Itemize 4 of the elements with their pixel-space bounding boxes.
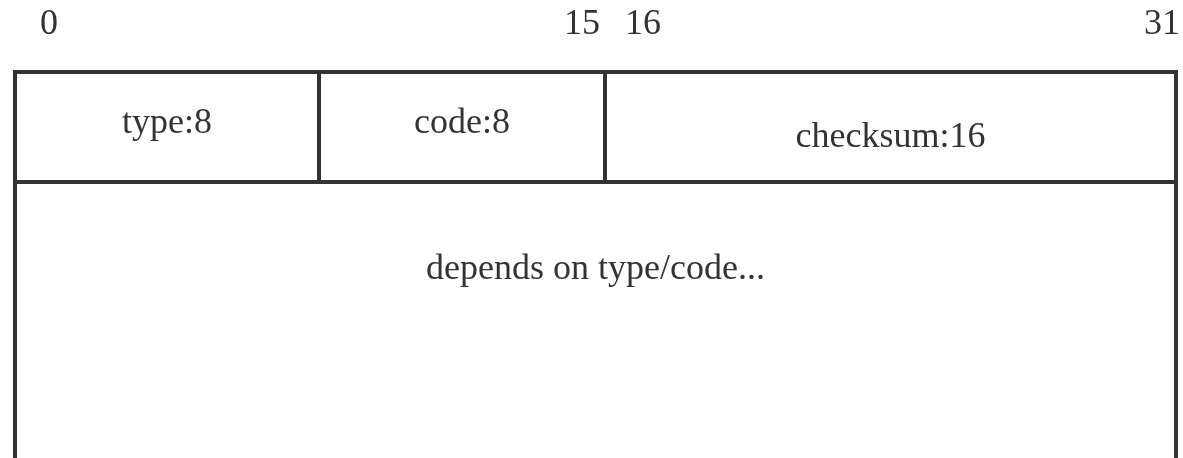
bit-number: 0 bbox=[40, 1, 58, 44]
bit-number: 16 bbox=[625, 1, 661, 44]
bit-number: 31 bbox=[1144, 1, 1180, 44]
bit-number: 15 bbox=[564, 1, 600, 44]
